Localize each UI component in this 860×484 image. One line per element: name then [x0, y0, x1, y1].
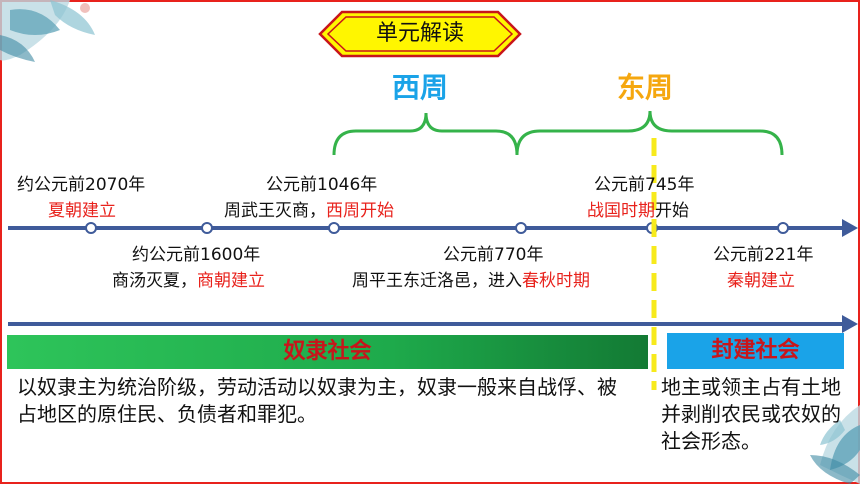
event-wz-prefix: 周武王灭商，: [224, 201, 326, 221]
event-western-zhou-start: 西周开始: [326, 201, 394, 221]
society-arrowhead: [842, 315, 858, 333]
timeline-point: [328, 222, 340, 234]
timeline-point: [515, 222, 527, 234]
event-warring-states: 战国时期: [587, 201, 655, 221]
eastern-zhou-label: 东周: [617, 71, 674, 104]
event-western-zhou-text: 周武王灭商，西周开始: [224, 196, 394, 221]
event-shang-prefix: 商汤灭夏，: [112, 271, 197, 291]
western-zhou-label: 西周: [392, 71, 449, 104]
timeline-point: [201, 222, 213, 234]
event-date-western-zhou: 公元前1046年: [266, 175, 378, 195]
timeline-point: [777, 222, 789, 234]
timeline-arrowhead: [842, 219, 858, 237]
unit-title-badge: [318, 10, 522, 58]
event-warring-states-text: 战国时期开始: [587, 196, 689, 221]
unit-title: 单元解读: [375, 21, 464, 46]
feudal-society-bar: 封建社会: [667, 333, 844, 369]
feudal-society-description: 地主或领主占有土地并剥削农民或农奴的社会形态。: [661, 375, 841, 453]
event-date-shang: 约公元前1600年: [132, 245, 261, 265]
event-spring-autumn-text: 周平王东迁洛邑，进入春秋时期: [352, 266, 590, 291]
event-date-warring-states: 公元前745年: [594, 175, 695, 195]
event-xia-founded: 夏朝建立: [48, 201, 116, 221]
event-shang-text: 商汤灭夏，商朝建立: [112, 266, 265, 291]
event-ws-suffix: 开始: [655, 201, 689, 221]
event-date-eastern-zhou: 公元前770年: [443, 245, 544, 265]
western-zhou-brace: [332, 112, 519, 156]
leaf-decoration-top-left: [0, 0, 95, 62]
event-date-xia: 约公元前2070年: [17, 175, 146, 195]
timeline-point: [85, 222, 97, 234]
event-sa-prefix: 周平王东迁洛邑，进入: [352, 271, 522, 291]
event-shang-founded: 商朝建立: [197, 271, 265, 291]
slave-society-description: 以奴隶主为统治阶级，劳动活动以奴隶为主，奴隶一般来自战俘、被占地区的原住民、负债…: [17, 375, 617, 426]
slave-society-bar: 奴隶社会: [7, 335, 648, 369]
event-qin-founded: 秦朝建立: [727, 271, 795, 291]
eastern-zhou-brace: [515, 110, 784, 156]
leaf-decoration-bottom-right: [810, 405, 860, 484]
event-date-qin: 公元前221年: [713, 245, 814, 265]
event-spring-autumn: 春秋时期: [522, 271, 590, 291]
